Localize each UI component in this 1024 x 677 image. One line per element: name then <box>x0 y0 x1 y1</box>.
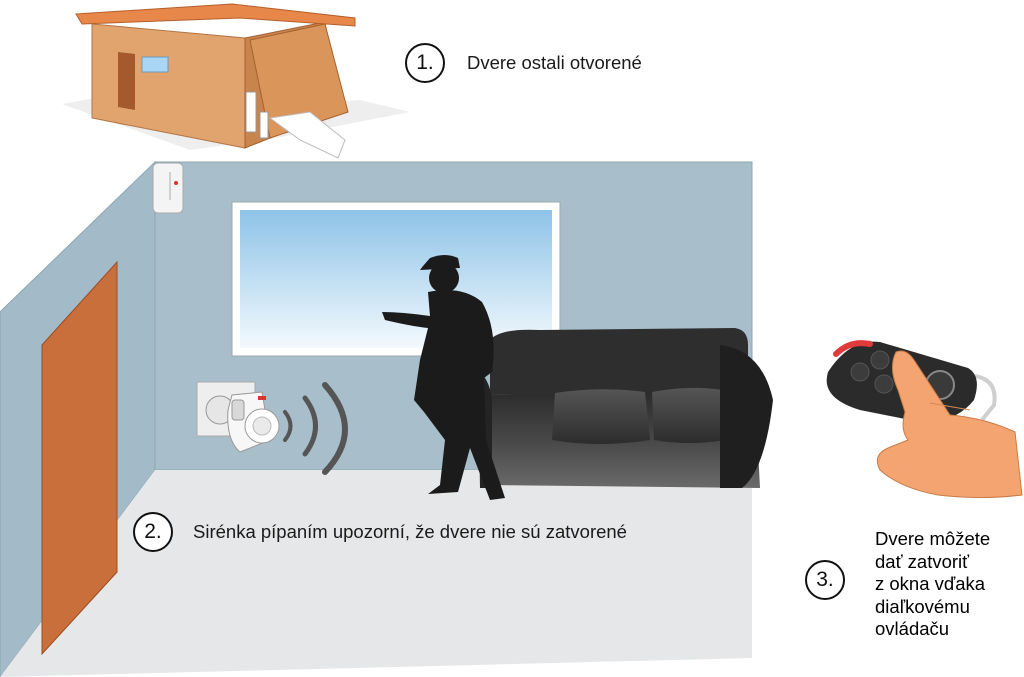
step-3-line-5: ovládaču <box>875 618 950 639</box>
window <box>231 201 561 357</box>
step-1: 1. Dvere ostali otvorené <box>405 43 642 83</box>
step-3-line-2: dať zatvoriť <box>875 550 970 572</box>
door <box>41 260 118 656</box>
step-1-text: Dvere ostali otvorené <box>467 52 642 73</box>
sound-waves-icon <box>283 382 348 475</box>
step-3-text: Dvere môžete dať zatvoriť z okna vďaka d… <box>875 528 1024 641</box>
garage-illustration <box>62 3 410 159</box>
hand-icon <box>876 350 1023 498</box>
step-3-line-4: diaľkovému <box>875 595 970 617</box>
step-1-number-badge: 1. <box>405 43 445 83</box>
room <box>0 160 753 677</box>
step-2-number-badge: 2. <box>133 512 173 552</box>
step-3-line-3: z okna vďaka <box>875 573 986 594</box>
step-3-line-1: Dvere môžete <box>875 528 991 549</box>
step-2-text: Sirénka pípaním upozorní, že dvere nie s… <box>193 521 627 542</box>
step-3-number-badge: 3. <box>805 560 845 600</box>
sofa-illustration <box>478 328 773 488</box>
siren-plug-icon <box>196 381 280 453</box>
step-2: 2. Sirénka pípaním upozorní, že dvere ni… <box>133 512 627 552</box>
person-silhouette <box>382 255 505 500</box>
door-sensor-icon <box>152 162 184 214</box>
